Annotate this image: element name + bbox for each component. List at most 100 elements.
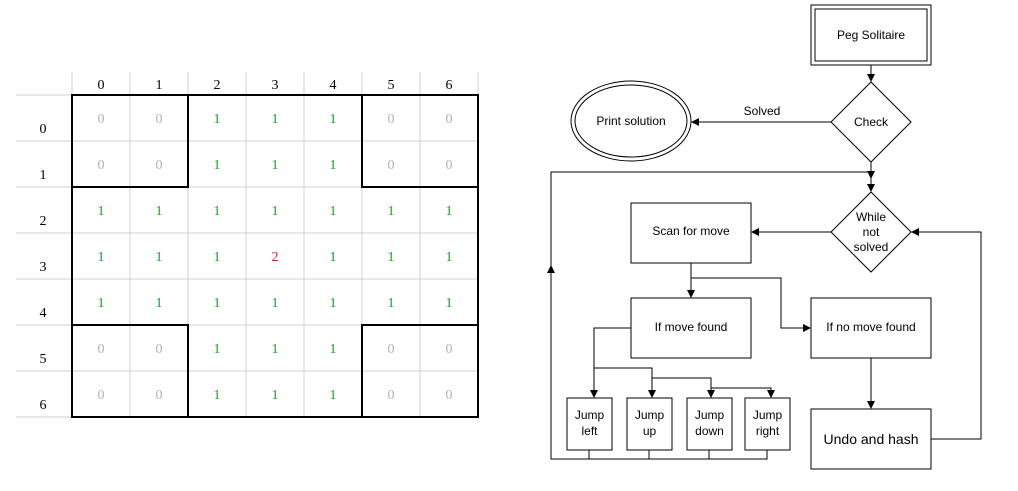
jump-up-line2: up: [643, 424, 657, 438]
col-label: 4: [330, 78, 337, 93]
board-cell: 1: [214, 204, 221, 219]
board-cell: 2: [272, 250, 279, 265]
jump-right-node: Jump right: [744, 397, 791, 451]
col-label: 6: [446, 78, 453, 93]
scan-for-move-node: Scan for move: [630, 202, 752, 264]
row-label: 3: [40, 260, 47, 275]
jump-right-line2: right: [756, 424, 780, 438]
scan-for-move-label: Scan for move: [652, 224, 730, 238]
row-label: 1: [40, 168, 47, 183]
board-cell: 0: [98, 388, 105, 403]
jump-left-line2: left: [581, 424, 598, 438]
jump-up-line1: Jump: [635, 408, 665, 422]
board-cell: 1: [156, 204, 163, 219]
if-move-found-node: If move found: [630, 297, 752, 359]
board-cell: 1: [388, 296, 395, 311]
if-move-found-label: If move found: [655, 320, 728, 334]
board-cell: 0: [388, 112, 395, 127]
jump-left-line1: Jump: [575, 408, 605, 422]
board-cell: 1: [272, 342, 279, 357]
board-cell: 1: [330, 112, 337, 127]
board-cell: 0: [446, 342, 453, 357]
board-cell: 1: [156, 250, 163, 265]
board-cell: 1: [272, 112, 279, 127]
board-cell: 1: [214, 296, 221, 311]
jump-left-node: Jump left: [566, 397, 613, 451]
board-cell: 1: [388, 204, 395, 219]
board-cell: 1: [98, 204, 105, 219]
edge-found-to-jump-up: [594, 367, 656, 398]
if-no-move-found-label: If no move found: [826, 320, 915, 334]
board-cell: 1: [98, 296, 105, 311]
col-label: 0: [98, 78, 105, 93]
row-label: 6: [40, 398, 47, 413]
row-label: 5: [40, 352, 47, 367]
col-label: 2: [214, 78, 221, 93]
jump-up-node: Jump up: [626, 397, 673, 451]
undo-and-hash-node: Undo and hash: [810, 408, 932, 470]
board-cell: 1: [272, 296, 279, 311]
edge-scan-to-notfound: [691, 277, 811, 332]
while-not-solved-node: While not solved: [830, 191, 912, 273]
board-cell: 0: [388, 342, 395, 357]
board-cell: 1: [272, 388, 279, 403]
board-cells: 0 0 1 1 1 0 0 0 0 1 1 1 0 0 1 1 1 1 1 1 1 1 1 1 2 1 1 1 1 1 1 1 1 1 1 0 0 1 1 1…: [98, 112, 453, 403]
row-label: 2: [40, 214, 47, 229]
board-cell: 1: [330, 388, 337, 403]
board-cell: 1: [446, 204, 453, 219]
jump-down-line2: down: [695, 424, 724, 438]
board-cell: 0: [446, 112, 453, 127]
peg-solitaire-label: Peg Solitaire: [837, 28, 905, 42]
board-cell: 0: [98, 342, 105, 357]
board-cell: 1: [330, 250, 337, 265]
edge-found-to-jump-right: [711, 387, 775, 398]
solved-edge-label: Solved: [744, 104, 781, 118]
board-cell: 0: [98, 112, 105, 127]
board-cell: 1: [98, 250, 105, 265]
board-cell: 1: [330, 296, 337, 311]
jump-right-line1: Jump: [753, 408, 783, 422]
while-label-line1: While: [856, 210, 886, 224]
board-cell: 1: [214, 342, 221, 357]
board-cell: 0: [388, 388, 395, 403]
row-label: 0: [40, 122, 47, 137]
print-solution-label: Print solution: [596, 114, 665, 128]
board-cell: 1: [330, 158, 337, 173]
board-cell: 1: [214, 158, 221, 173]
edge-jumps-collect: [588, 450, 768, 460]
board-cell: 1: [330, 342, 337, 357]
board-cell: 1: [156, 296, 163, 311]
if-no-move-found-node: If no move found: [810, 297, 932, 359]
board-cell: 0: [156, 158, 163, 173]
board-cell: 0: [156, 388, 163, 403]
board-cell: 1: [388, 250, 395, 265]
while-label-line3: solved: [854, 240, 889, 254]
col-label: 1: [156, 78, 163, 93]
board-cell: 0: [156, 342, 163, 357]
edge-undo-to-while: [911, 228, 982, 440]
board-cell: 1: [446, 296, 453, 311]
board-cell: 1: [446, 250, 453, 265]
edge-found-to-jump-down: [652, 377, 715, 398]
check-node: Check: [830, 81, 912, 163]
col-label: 3: [272, 78, 279, 93]
edge-found-to-jump-left: [590, 327, 631, 398]
peg-solitaire-node: Peg Solitaire: [810, 4, 932, 66]
board-cell: 1: [272, 158, 279, 173]
check-label: Check: [854, 115, 889, 129]
board-cell: 0: [156, 112, 163, 127]
board-cell: 1: [214, 388, 221, 403]
jump-down-node: Jump down: [686, 397, 733, 451]
board-cell: 1: [214, 112, 221, 127]
board-grid: [16, 72, 479, 418]
board-cell: 0: [98, 158, 105, 173]
undo-and-hash-label: Undo and hash: [824, 431, 919, 447]
board-cell: 1: [272, 204, 279, 219]
board-cell: 0: [446, 388, 453, 403]
board-cell: 1: [330, 204, 337, 219]
row-label: 4: [40, 306, 47, 321]
board-cell: 0: [446, 158, 453, 173]
